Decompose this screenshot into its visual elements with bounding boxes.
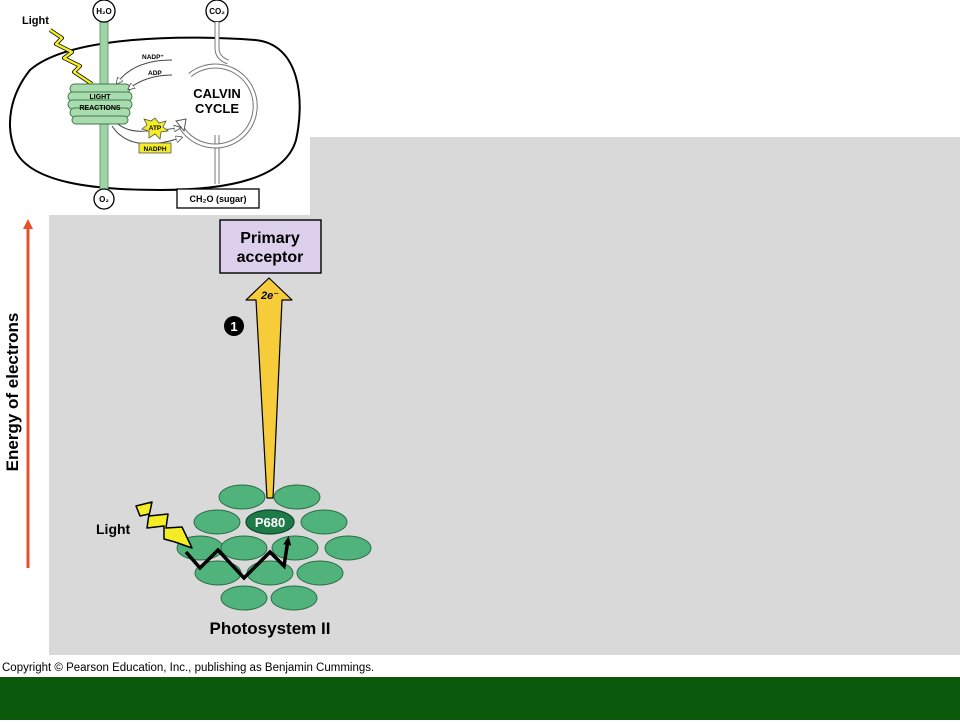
nadph-label: NADPH bbox=[143, 146, 166, 153]
primary-acceptor-label-1: Primary bbox=[240, 230, 300, 247]
h2o-label: H₂O bbox=[96, 7, 112, 16]
electron-transfer-arrow bbox=[245, 277, 293, 499]
pigment-ellipse bbox=[220, 585, 268, 611]
energy-transfer-path bbox=[184, 536, 292, 581]
light-reactions-label-2: REACTIONS bbox=[79, 105, 121, 112]
photosystem-light-label: Light bbox=[96, 521, 131, 537]
pigment-ellipse bbox=[273, 484, 321, 510]
atp-label: ATP bbox=[149, 125, 162, 132]
energy-axis-label: Energy of electrons bbox=[3, 313, 22, 472]
photosystem-light-bolt bbox=[135, 501, 193, 549]
pigment-ellipse bbox=[193, 509, 241, 535]
step-1-label: 1 bbox=[230, 319, 237, 334]
electrons-label: 2e⁻ bbox=[260, 290, 279, 302]
overview-light-label: Light bbox=[22, 15, 49, 27]
calvin-cycle: CALVIN CYCLE bbox=[175, 63, 258, 149]
pigment-ellipse bbox=[218, 484, 266, 510]
co2-label: CO₂ bbox=[209, 7, 225, 16]
nadp-label: NADP⁺ bbox=[142, 54, 164, 61]
calvin-label-2: CYCLE bbox=[195, 101, 239, 116]
light-reactions-stack: LIGHT REACTIONS bbox=[67, 83, 133, 125]
p680-label: P680 bbox=[255, 515, 285, 530]
pigment-ellipse bbox=[220, 535, 268, 561]
adp-label: ADP bbox=[148, 70, 162, 77]
photosystem-cluster bbox=[176, 484, 372, 611]
nadph-box bbox=[138, 142, 172, 154]
o2-label: O₂ bbox=[99, 195, 109, 204]
pigment-ellipse bbox=[300, 509, 348, 535]
pigment-ellipse bbox=[246, 560, 294, 586]
pigment-ellipse bbox=[324, 535, 372, 561]
light-reactions-label-1: LIGHT bbox=[90, 94, 112, 101]
step-1-badge bbox=[224, 316, 244, 336]
pigment-ellipse bbox=[296, 560, 344, 586]
o2-circle bbox=[93, 188, 115, 210]
primary-acceptor-box bbox=[219, 219, 322, 274]
pigment-ellipse bbox=[270, 585, 318, 611]
copyright-text: Copyright © Pearson Education, Inc., pub… bbox=[2, 662, 375, 674]
sugar-box bbox=[176, 188, 260, 209]
sugar-label: CH₂O (sugar) bbox=[189, 194, 246, 204]
photosystem-title: Photosystem II bbox=[210, 619, 331, 638]
chloroplast-overview: H₂O O₂ CO₂ Light LIGHT REACTIONS CA bbox=[0, 0, 310, 215]
h2o-circle bbox=[92, 0, 116, 23]
primary-acceptor-label-2: acceptor bbox=[237, 249, 304, 266]
pigment-ellipse bbox=[271, 535, 319, 561]
atp-star bbox=[141, 117, 169, 140]
calvin-label-1: CALVIN bbox=[193, 86, 240, 101]
p680-reaction-center bbox=[245, 509, 295, 535]
footer-bar bbox=[0, 677, 960, 720]
